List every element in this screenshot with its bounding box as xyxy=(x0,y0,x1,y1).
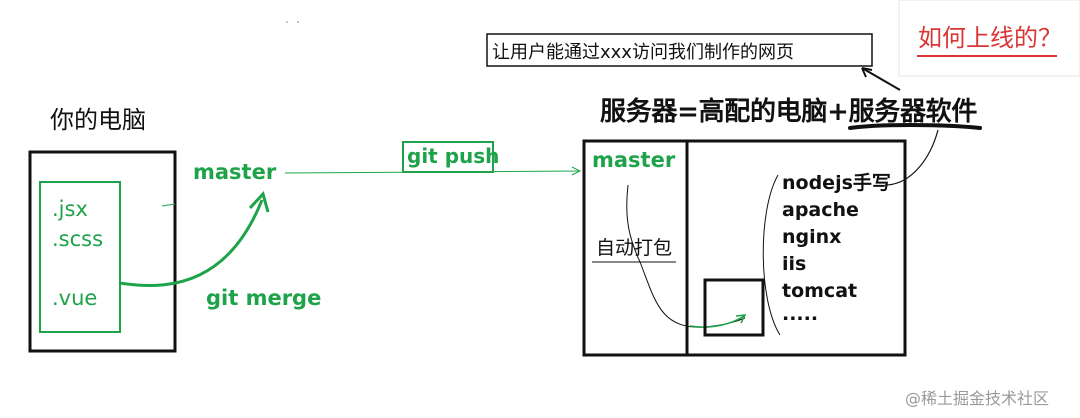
software-item: nginx xyxy=(782,226,842,248)
corner-card xyxy=(898,0,1080,77)
callout-text: 让用户能通过xxx访问我们制作的网页 xyxy=(492,42,794,63)
local-file-vue: .vue xyxy=(52,286,98,310)
merge-arrowhead xyxy=(248,191,270,213)
push-label: git push xyxy=(407,144,500,168)
server-build-label: 自动打包 xyxy=(596,237,673,259)
local-computer-box xyxy=(28,150,177,353)
merge-curve xyxy=(119,199,264,288)
server-software-list: nodejs手写 apache nginx iis tomcat ..... xyxy=(782,170,891,328)
watermark: @稀土掘金技术社区 xyxy=(905,389,1050,408)
server-software-underline xyxy=(848,123,982,130)
deploy-arrowhead xyxy=(735,314,747,324)
local-files-box xyxy=(39,181,121,333)
software-item: iis xyxy=(782,253,807,275)
software-item: ..... xyxy=(782,303,819,325)
server-box xyxy=(582,139,907,357)
software-item: apache xyxy=(782,199,859,221)
push-arrowhead xyxy=(571,166,582,176)
server-branch-label: master xyxy=(592,148,676,172)
local-tick xyxy=(161,203,176,207)
software-item: nodejs手写 xyxy=(782,172,891,194)
callout-arrow xyxy=(861,67,901,91)
corner-title: 如何上线的？ xyxy=(918,24,1062,52)
software-pointer-line xyxy=(884,129,939,186)
software-item: tomcat xyxy=(782,280,858,302)
callout-box xyxy=(486,33,873,67)
local-file-scss: .scss xyxy=(52,227,104,251)
server-heading: 服务器=高配的电脑+服务器软件 xyxy=(600,97,978,127)
deployed-box xyxy=(703,278,765,337)
local-branch-label: master xyxy=(193,160,277,184)
software-bracket xyxy=(762,174,781,336)
local-file-jsx: .jsx xyxy=(52,197,88,221)
deploy-arrow xyxy=(689,315,745,328)
callout-arrowhead xyxy=(861,67,873,78)
local-heading: 你的电脑 xyxy=(50,106,146,134)
push-label-box xyxy=(402,141,494,173)
merge-label: git merge xyxy=(206,286,322,310)
